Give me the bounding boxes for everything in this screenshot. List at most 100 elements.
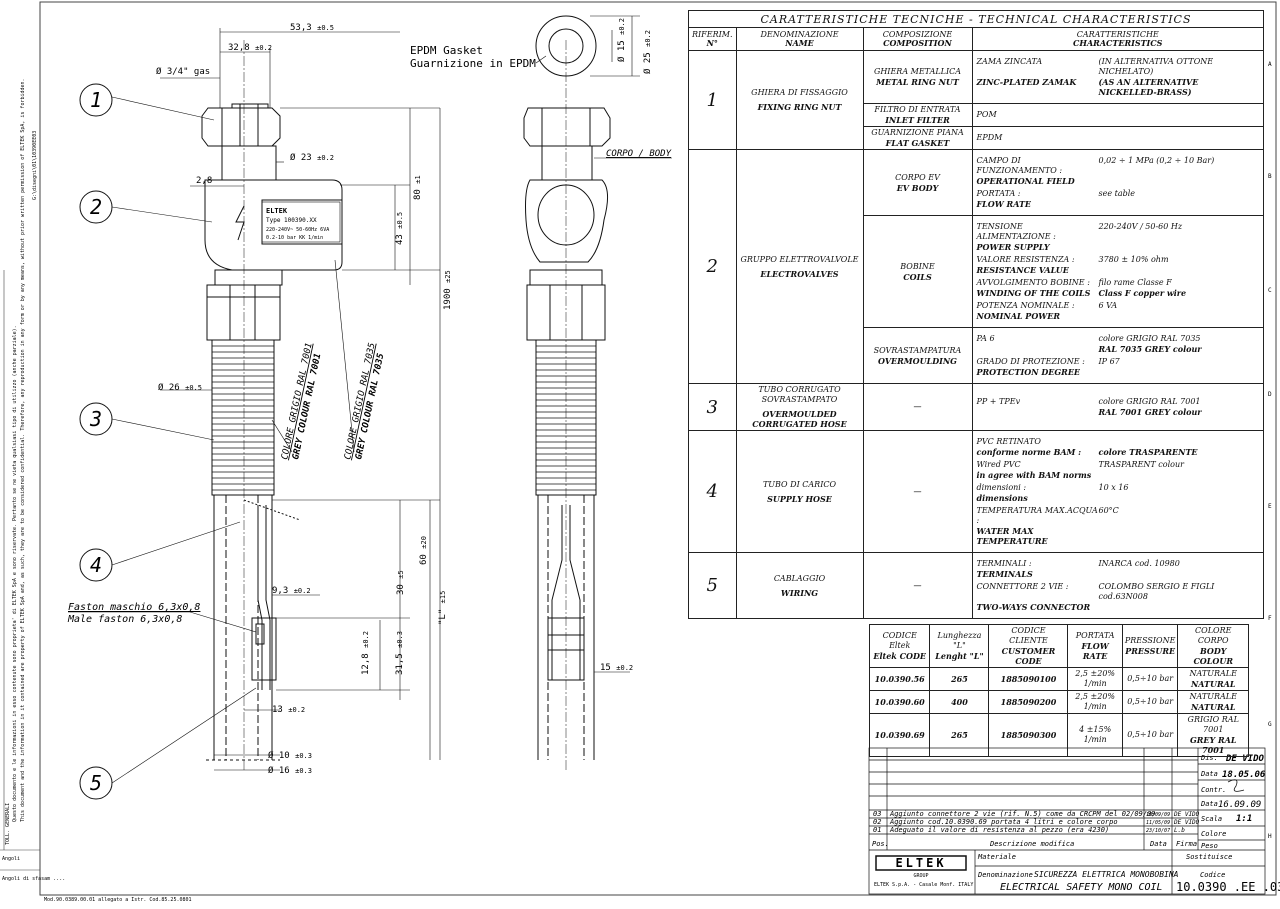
legal-notice-1: Questo documento e le informazioni in es… xyxy=(12,325,18,822)
balloon-5-num: 5 xyxy=(90,771,102,795)
codice-label: Codice xyxy=(1200,871,1225,879)
scala-value: 1:1 xyxy=(1236,814,1252,824)
tech-row-number: 2 xyxy=(688,149,737,384)
dis-value: DE VIDO xyxy=(1225,754,1265,764)
supply-hose xyxy=(206,495,301,761)
margin-letter-e: E xyxy=(1268,503,1272,510)
denominazione-en: ELECTRICAL SAFETY MONO COIL xyxy=(1000,882,1163,893)
thread-label: Ø 3/4" gas xyxy=(156,66,210,77)
dim-128: 12,8 ±0.2 xyxy=(361,631,371,675)
tolerances-label: TOLL. GENERALI xyxy=(5,803,11,845)
dim-1900: 1900 ±25 xyxy=(443,270,453,310)
rev-header-pos: Pos. xyxy=(872,840,889,848)
label-type: Type 100390.XX xyxy=(266,217,317,224)
balloon-1-num: 1 xyxy=(90,88,102,112)
dim-L: "L" ±15 xyxy=(438,591,448,625)
tech-composition: — xyxy=(862,552,973,619)
tech-row-number: 4 xyxy=(688,430,737,553)
lightning-icon xyxy=(235,205,245,241)
codes-cell: 1885090200 xyxy=(988,690,1069,714)
front-view xyxy=(523,15,611,760)
tech-composition: — xyxy=(862,430,973,553)
faston-label-it: Faston maschio 6,3x0,8 xyxy=(68,602,200,613)
dim-26: Ø 26 ±0.5 xyxy=(158,382,202,393)
contr-label: Contr. xyxy=(1201,786,1226,794)
label-rating: 220-240V~ 50-60Hz 6VA xyxy=(266,227,329,233)
rev-header-date: Data xyxy=(1149,840,1167,848)
balloon-5 xyxy=(79,766,113,800)
tech-characteristics: CAMPO DI FUNZIONAMENTO :0,02 ÷ 1 MPa (0,… xyxy=(971,149,1264,216)
margin-letter-b: B xyxy=(1268,173,1272,180)
dim-30: 30 ±5 xyxy=(396,570,406,595)
dim-60: 60 ±20 xyxy=(419,536,429,565)
codes-cell: 1885090300 xyxy=(988,713,1069,757)
rev-02-date: 11/05/09 xyxy=(1146,820,1170,826)
body-label: CORPO / BODY xyxy=(606,149,672,159)
margin-letter-g: G xyxy=(1268,721,1272,728)
header-rif: RIFERIM.N° xyxy=(688,27,737,51)
codes-cell: 10.0390.60 xyxy=(868,690,931,714)
balloon-3 xyxy=(79,402,113,436)
data2-value: 16.09.09 xyxy=(1218,800,1261,810)
angles-label: Angoli xyxy=(2,856,20,862)
rev-03-sign: DE VIDO xyxy=(1173,811,1200,818)
dim-15-hose: 15 ±0.2 xyxy=(600,663,633,673)
rev-01-date: 23/10/07 xyxy=(1146,828,1170,834)
dim-93: 9,3 ±0.2 xyxy=(272,586,311,596)
rev-02-desc: Aggiunto cod.10.0390.69 portata 4 litri … xyxy=(889,818,1118,826)
rev-header-sign: Firma xyxy=(1176,840,1197,848)
tech-characteristics-table: CARATTERISTICHE TECNICHE - TECHNICAL CHA… xyxy=(688,10,1264,619)
dim-43: 43 ±0.5 xyxy=(395,212,405,245)
rev-02-sign: DE VIDO xyxy=(1173,819,1200,826)
balloon-4 xyxy=(79,548,113,582)
codes-header-cell: Lunghezza "L"Lenght "L" xyxy=(929,624,990,668)
gasket-label-it: EPDM Gasket xyxy=(410,44,483,57)
codes-cell: 2,5 ±20%1/min xyxy=(1067,667,1123,691)
dim-80: 80 ±1 xyxy=(413,175,423,200)
file-path: G:\disegni\01\10390EE03 xyxy=(32,131,38,200)
rev-01-sign: L.b xyxy=(1174,827,1185,834)
materiale-label: Materiale xyxy=(977,853,1016,861)
colore-label: Colore xyxy=(1201,830,1226,838)
tech-row-number: 1 xyxy=(688,50,737,150)
company-sub: GROUP xyxy=(913,873,928,879)
sostituisce-label: Sostituisce xyxy=(1186,853,1232,861)
side-view xyxy=(201,103,343,496)
dim-10: Ø 10 ±0.3 xyxy=(268,750,312,761)
rev-03-pos: 03 xyxy=(873,810,881,818)
tech-title: CARATTERISTICHE TECNICHE - TECHNICAL CHA… xyxy=(688,10,1264,28)
tech-row-number: 3 xyxy=(688,383,737,431)
rev-01-pos: 01 xyxy=(873,826,881,834)
codice-value: 10.0390 .EE .03 xyxy=(1176,880,1280,894)
codes-cell: 0,5÷10 bar xyxy=(1121,713,1179,757)
codes-cell: 400 xyxy=(929,690,990,714)
codes-cell: 0,5÷10 bar xyxy=(1121,690,1179,714)
title-block-grid xyxy=(868,747,1266,895)
balloon-2 xyxy=(79,190,113,224)
tech-composition: — xyxy=(862,383,973,431)
rev-03-date: 10/09/09 xyxy=(1146,812,1170,818)
